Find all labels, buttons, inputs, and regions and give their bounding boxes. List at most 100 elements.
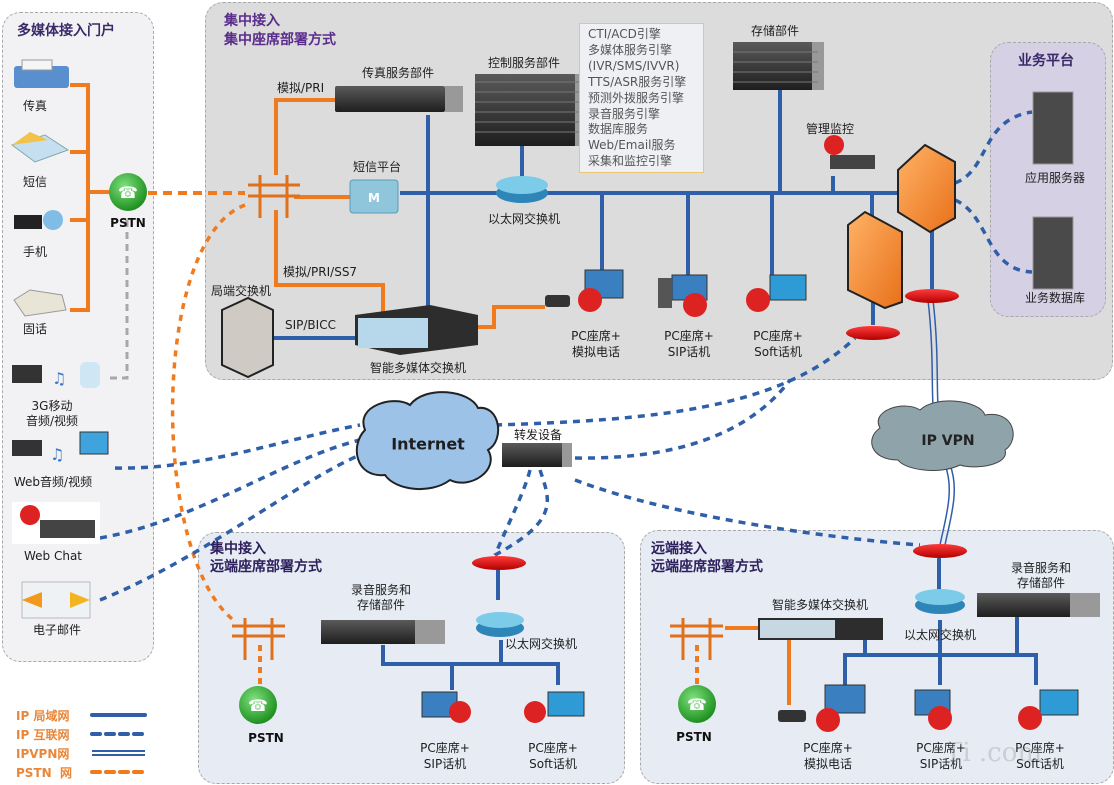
remote-remote-title-line1: 远端接入 xyxy=(651,541,707,557)
telephone-pole-icon-central xyxy=(248,175,300,218)
engine-item: 录音服务引擎 xyxy=(588,106,661,121)
portal-item-landline[interactable]: 固话 xyxy=(22,322,48,336)
pstn-3g-link xyxy=(105,220,129,380)
router-icon-2 xyxy=(846,326,900,340)
engine-item: Web/Email服务 xyxy=(588,138,676,153)
portal-item-fax[interactable]: 传真 xyxy=(22,99,48,113)
svg-text:☎: ☎ xyxy=(687,695,707,714)
landline-phone-icon xyxy=(13,289,67,317)
telephone-pole-icon-remote2 xyxy=(670,618,723,660)
portal-item-3g-line2[interactable]: 音频/视频 xyxy=(25,414,79,428)
business-db-label: 业务数据库 xyxy=(1024,291,1086,305)
portal-item-web-media[interactable]: Web音频/视频 xyxy=(13,475,93,489)
remote-central-recording-server-icon xyxy=(321,620,445,644)
agent-soft-icon xyxy=(746,274,807,312)
portal-pstn-label: PSTN xyxy=(110,216,146,230)
engine-item: 采集和监控引擎 xyxy=(588,154,673,169)
router-icon-3 xyxy=(472,556,526,570)
remote-remote-agent-sip-line1: PC座席+ xyxy=(916,741,966,755)
remote-remote-recording-line1: 录音服务和 xyxy=(1010,561,1072,575)
remote-remote-agent-analog-line2: 模拟电话 xyxy=(803,757,853,771)
legend-item-vpn: IPVPN网 xyxy=(16,747,70,761)
web-chat-icon xyxy=(12,502,100,544)
sms-platform-label: 短信平台 xyxy=(352,160,402,174)
engine-item: 数据库服务 xyxy=(588,122,649,137)
portal-pstn-links xyxy=(70,83,112,312)
central-agent-soft-line1: PC座席+ xyxy=(753,329,803,343)
central-agent-sip-line2: SIP话机 xyxy=(667,345,711,359)
db-server-rack-icon xyxy=(1032,216,1074,290)
remote-central-panel xyxy=(198,532,625,784)
remote-remote-agent-soft-line2: Soft话机 xyxy=(1016,757,1064,771)
remote-central-title-line1: 集中接入 xyxy=(210,541,266,557)
remote-remote-title-line2: 远端座席部署方式 xyxy=(651,559,763,575)
relay-device-label: 转发设备 xyxy=(513,428,563,442)
internet-links xyxy=(99,336,921,602)
legend-lines xyxy=(90,713,147,774)
legend-item-pstn: PSTN 网 xyxy=(16,766,73,780)
engine-item: 多媒体服务引擎 xyxy=(588,42,673,57)
remote-central-pstn-label: PSTN xyxy=(248,731,284,745)
portal-item-mobile[interactable]: 手机 xyxy=(22,245,48,259)
remote-central-recording-line2: 存储部件 xyxy=(356,598,406,612)
remote-central-agent-sip-line1: PC座席+ xyxy=(420,741,470,755)
ipvpn-label: IP VPN xyxy=(921,433,975,449)
link-analog-pri: 模拟/PRI xyxy=(277,81,325,95)
engine-item: (IVR/SMS/IVVR) xyxy=(588,58,680,73)
remote-central-agent-sip-line2: SIP话机 xyxy=(423,757,467,771)
monitor-agent-icon xyxy=(824,135,875,169)
portal-item-3g-line1[interactable]: 3G移动 xyxy=(31,399,73,413)
fax-icon xyxy=(14,59,69,88)
remote-central-lan-links xyxy=(381,570,560,690)
portal-item-web-chat[interactable]: Web Chat xyxy=(23,549,83,563)
remote-remote-agent-analog-icon xyxy=(778,684,866,732)
internet-label: Internet xyxy=(391,434,465,454)
remote-central-switch-icon xyxy=(476,612,524,637)
remote-remote-agent-sip-icon xyxy=(914,689,952,730)
remote-remote-switch-icon xyxy=(915,589,965,614)
engine-item: 预测外拨服务引擎 xyxy=(588,90,685,105)
3g-media-icon: ♫ xyxy=(12,362,100,388)
central-title-line2: 集中座席部署方式 xyxy=(224,32,336,48)
watermark: Ti .com xyxy=(945,738,1043,768)
remote-central-agent-soft-line1: PC座席+ xyxy=(528,741,578,755)
business-title: 业务平台 xyxy=(1018,53,1074,69)
remote-central-agent-sip-icon xyxy=(421,691,471,723)
remote-remote-recording-server-icon xyxy=(977,593,1100,617)
smart-switch-icon xyxy=(355,305,478,355)
local-exchange-icon xyxy=(221,296,274,379)
firewall-icon-1 xyxy=(897,143,956,234)
router-icon-1 xyxy=(905,289,959,303)
link-sip-bicc: SIP/BICC xyxy=(285,318,336,332)
mobile-phone-icon xyxy=(14,210,63,230)
portal-item-sms[interactable]: 短信 xyxy=(22,175,48,189)
legend-item-lan: IP 局域网 xyxy=(16,709,70,723)
relay-device-icon xyxy=(502,443,572,467)
firewall-icon-2 xyxy=(847,210,903,310)
remote-remote-pstn-label: PSTN xyxy=(676,730,712,744)
svg-text:☎: ☎ xyxy=(118,183,138,202)
svg-text:♫: ♫ xyxy=(52,369,66,388)
svg-text:☎: ☎ xyxy=(248,696,268,715)
pstn-icon-remote1: ☎ xyxy=(239,686,277,724)
remote-remote-agent-soft-line1: PC座席+ xyxy=(1015,741,1065,755)
pstn-remote-link xyxy=(170,203,246,624)
remote-remote-agent-soft-icon xyxy=(1018,689,1079,730)
link-analog-pri-ss7: 模拟/PRI/SS7 xyxy=(283,265,358,279)
remote-remote-recording-line2: 存储部件 xyxy=(1016,576,1066,590)
svg-text:M: M xyxy=(368,191,380,205)
smart-switch-label: 智能多媒体交换机 xyxy=(369,361,467,375)
web-media-icon: ♫ xyxy=(12,431,109,464)
pstn-icon-portal: ☎ xyxy=(109,173,147,211)
svg-text:♫: ♫ xyxy=(50,445,64,464)
remote-central-recording-line1: 录音服务和 xyxy=(350,583,412,597)
agent-analog-icon xyxy=(545,269,624,312)
engine-item: TTS/ASR服务引擎 xyxy=(588,74,687,89)
app-server-rack-icon xyxy=(1032,91,1074,165)
business-links xyxy=(954,110,1033,274)
local-exchange-label: 局端交换机 xyxy=(210,284,272,298)
central-agent-analog-line1: PC座席+ xyxy=(571,329,621,343)
portal-item-email[interactable]: 电子邮件 xyxy=(32,623,82,637)
remote-central-title-line2: 远端座席部署方式 xyxy=(210,559,322,575)
portal-panel xyxy=(2,12,154,662)
